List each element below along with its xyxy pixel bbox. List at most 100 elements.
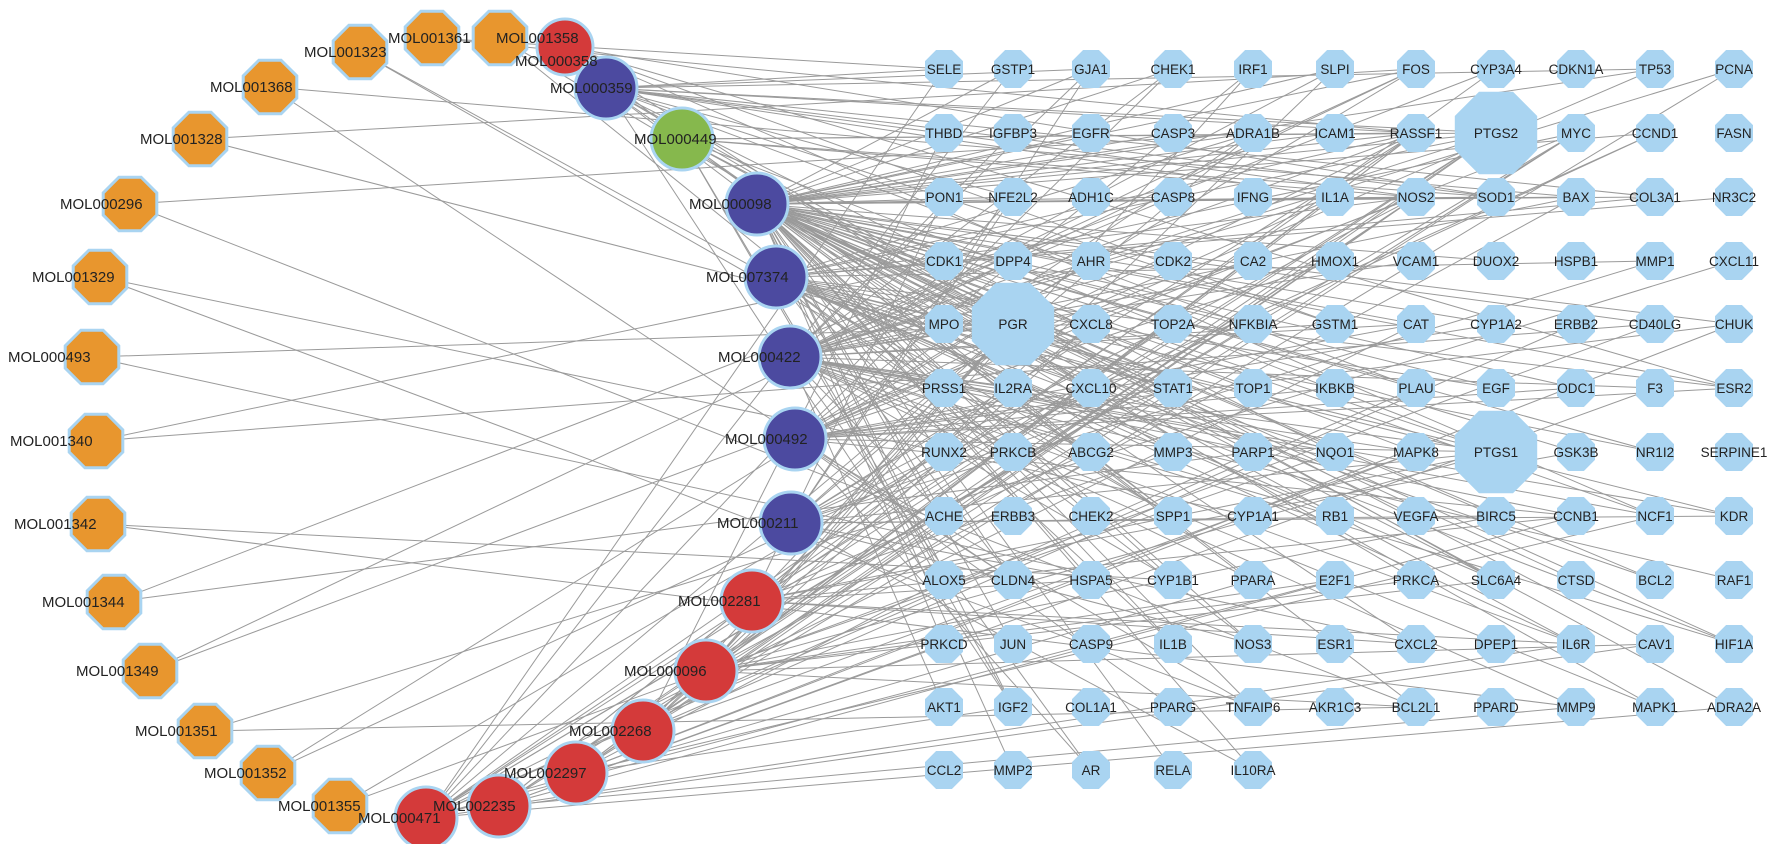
target-node-fos[interactable] [1397,50,1435,88]
target-node-cav1[interactable] [1636,625,1674,663]
target-node-ctsd[interactable] [1557,561,1595,599]
target-node-prss1[interactable] [925,369,963,407]
compound-node-mol001323[interactable] [331,23,389,81]
target-node-akr1c3[interactable] [1316,688,1354,726]
target-node-spp1[interactable] [1154,497,1192,535]
target-node-erbb3[interactable] [994,497,1032,535]
target-node-cdk1[interactable] [925,242,963,280]
target-node-gsk3b[interactable] [1557,433,1595,471]
compound-node-mol002268[interactable] [610,698,676,764]
target-node-cdk2[interactable] [1154,242,1192,280]
target-node-birc5[interactable] [1477,497,1515,535]
target-node-ar[interactable] [1072,751,1110,789]
target-node-gja1[interactable] [1072,50,1110,88]
target-node-ccl2[interactable] [925,751,963,789]
target-node-erbb2[interactable] [1557,305,1595,343]
target-node-rela[interactable] [1154,751,1192,789]
compound-node-mol001355[interactable] [311,777,369,835]
compound-node-mol000422[interactable] [757,324,823,390]
target-node-tnfaip6[interactable] [1234,688,1272,726]
compound-node-mol000098[interactable] [724,171,790,237]
target-node-mapk8[interactable] [1397,433,1435,471]
target-node-top2a[interactable] [1154,305,1192,343]
target-node-esr2[interactable] [1715,369,1753,407]
target-node-igfbp3[interactable] [994,114,1032,152]
compound-node-mol001351[interactable] [176,702,234,760]
compound-node-mol002297[interactable] [543,740,609,806]
target-node-runx2[interactable] [925,433,963,471]
target-node-cyp3a4[interactable] [1477,50,1515,88]
target-node-cat[interactable] [1397,305,1435,343]
target-node-sele[interactable] [925,50,963,88]
target-node-vegfa[interactable] [1397,497,1435,535]
target-node-prkcd[interactable] [925,625,963,663]
compound-node-mol000492[interactable] [762,406,828,472]
target-node-hif1a[interactable] [1715,625,1753,663]
target-node-mmp9[interactable] [1557,688,1595,726]
compound-node-mol000358[interactable] [535,17,595,77]
target-node-bcl2[interactable] [1636,561,1674,599]
target-node-il10ra[interactable] [1234,751,1272,789]
target-node-egf[interactable] [1477,369,1515,407]
target-node-hspb1[interactable] [1557,242,1595,280]
target-node-ca2[interactable] [1234,242,1272,280]
target-node-e2f1[interactable] [1316,561,1354,599]
target-node-cldn4[interactable] [994,561,1032,599]
target-node-il1a[interactable] [1316,178,1354,216]
target-node-il6r[interactable] [1557,625,1595,663]
target-node-duox2[interactable] [1477,242,1515,280]
compound-node-mol000211[interactable] [758,490,824,556]
target-node-serpine1[interactable] [1715,433,1753,471]
target-node-mmp1[interactable] [1636,242,1674,280]
target-node-casp3[interactable] [1154,114,1192,152]
target-node-jun[interactable] [994,625,1032,663]
target-node-cxcl8[interactable] [1072,305,1110,343]
target-node-nfkbia[interactable] [1234,305,1272,343]
target-node-irf1[interactable] [1234,50,1272,88]
target-node-nr3c2[interactable] [1715,178,1753,216]
target-node-il1b[interactable] [1154,625,1192,663]
target-node-chek2[interactable] [1072,497,1110,535]
target-node-bcl2l1[interactable] [1397,688,1435,726]
target-node-mmp2[interactable] [994,751,1032,789]
target-node-mapk1[interactable] [1636,688,1674,726]
target-node-ccnd1[interactable] [1636,114,1674,152]
target-node-alox5[interactable] [925,561,963,599]
target-node-gstp1[interactable] [994,50,1032,88]
compound-node-mol001358[interactable] [471,9,529,67]
compound-node-mol007374[interactable] [743,244,809,310]
target-node-ifng[interactable] [1234,178,1272,216]
target-node-nos3[interactable] [1234,625,1272,663]
compound-node-mol000296[interactable] [101,175,159,233]
target-node-nfe2l2[interactable] [994,178,1032,216]
target-node-adh1c[interactable] [1072,178,1110,216]
compound-node-mol001329[interactable] [71,248,129,306]
target-node-plau[interactable] [1397,369,1435,407]
target-node-hspa5[interactable] [1072,561,1110,599]
compound-node-mol001352[interactable] [239,744,297,802]
compound-node-mol000096[interactable] [673,638,739,704]
target-node-ache[interactable] [925,497,963,535]
target-node-ppard[interactable] [1477,688,1515,726]
target-node-gstm1[interactable] [1316,305,1354,343]
target-node-thbd[interactable] [925,114,963,152]
compound-node-mol002235[interactable] [466,773,532,839]
compound-node-mol000449[interactable] [649,106,715,172]
target-node-kdr[interactable] [1715,497,1753,535]
target-node-mpo[interactable] [925,305,963,343]
target-node-slpi[interactable] [1316,50,1354,88]
target-node-cyp1b1[interactable] [1154,561,1192,599]
target-node-egfr[interactable] [1072,114,1110,152]
target-node-slc6a4[interactable] [1477,561,1515,599]
compound-node-mol000471[interactable] [393,785,459,844]
target-node-sod1[interactable] [1477,178,1515,216]
compound-node-mol000493[interactable] [63,328,121,386]
target-node-ncf1[interactable] [1636,497,1674,535]
target-node-parp1[interactable] [1234,433,1272,471]
target-node-il2ra[interactable] [994,369,1032,407]
target-node-top1[interactable] [1234,369,1272,407]
target-node-pon1[interactable] [925,178,963,216]
target-node-cyp1a1[interactable] [1234,497,1272,535]
target-node-pcna[interactable] [1715,50,1753,88]
target-node-cd40lg[interactable] [1636,305,1674,343]
